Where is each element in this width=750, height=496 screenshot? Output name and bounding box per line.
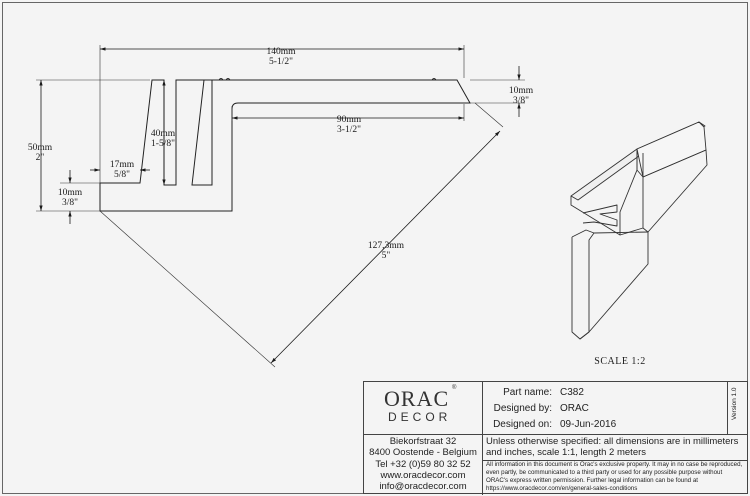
dim-groove-depth-mm: 40mm: [151, 129, 176, 139]
title-block: ORAC ® DECOR Biekorfstraat 32 8400 Ooste…: [363, 381, 748, 495]
dim-top-lip-mm: 10mm: [509, 86, 534, 96]
address-city: 8400 Oostende - Belgium: [369, 447, 477, 459]
dimension-note: Unless otherwise specified: all dimensio…: [482, 434, 747, 461]
dimension-lines: [39, 47, 521, 364]
company-address: Biekorfstraat 32 8400 Oostende - Belgium…: [364, 434, 483, 495]
version-label: Version 1.0: [731, 387, 738, 420]
dimension-note-text: Unless otherwise specified: all dimensio…: [486, 436, 739, 458]
part-name-label: Part name:: [503, 387, 552, 398]
dim-diagonal-mm: 127,3mm: [368, 241, 405, 251]
dim-top-lip-in: 3/8": [513, 96, 529, 106]
dim-base-in: 3/8": [62, 198, 78, 208]
version-cell: Version 1.0: [727, 382, 748, 435]
dim-base-mm: 10mm: [58, 188, 83, 198]
dim-line-diagonal: [270, 130, 501, 364]
designed-on-label: Designed on:: [493, 419, 552, 430]
dim-height-mm: 50mm: [28, 143, 53, 153]
part-name-value: C382: [560, 387, 584, 398]
designed-by-label: Designed by:: [493, 403, 552, 414]
scale-label: SCALE 1:2: [594, 356, 645, 367]
address-phone: Tel +32 (0)59 80 32 52: [375, 458, 471, 470]
logo-sub: DECOR: [388, 410, 452, 424]
dim-diagonal-in: 5": [382, 251, 391, 261]
designed-by-value: ORAC: [560, 403, 589, 414]
dim-groove-depth-in: 1-5/8": [151, 139, 175, 149]
legal-notice: All information in this document is Orac…: [482, 460, 747, 493]
dim-flange-in: 3-1/2": [337, 125, 361, 135]
dimension-labels: 140mm 5-1/2" 10mm 3/8" 90mm 3-1/2" 50mm …: [28, 47, 534, 261]
logo-word: ORAC: [384, 386, 450, 411]
dim-groove-width-mm: 17mm: [110, 160, 135, 170]
address-website[interactable]: www.oracdecor.com: [380, 469, 466, 481]
logo: ORAC ® DECOR: [364, 382, 483, 435]
extension-lines: [36, 45, 525, 368]
dim-flange-mm: 90mm: [337, 115, 362, 125]
legal-notice-text: All information in this document is Orac…: [486, 461, 743, 492]
dim-width-mm: 140mm: [266, 47, 296, 57]
address-email[interactable]: info@oracdecor.com: [379, 481, 467, 493]
address-street: Biekorfstraat 32: [389, 436, 457, 447]
isometric-view: [570, 121, 708, 340]
part-info: Part name: C382 Designed by: ORAC Design…: [482, 382, 727, 435]
logo-registered-mark: ®: [452, 385, 457, 391]
dim-width-in: 5-1/2": [269, 57, 293, 67]
designed-on-value: 09-Jun-2016: [560, 419, 617, 430]
dim-height-in: 2": [36, 153, 45, 163]
dim-groove-width-in: 5/8": [114, 170, 130, 180]
